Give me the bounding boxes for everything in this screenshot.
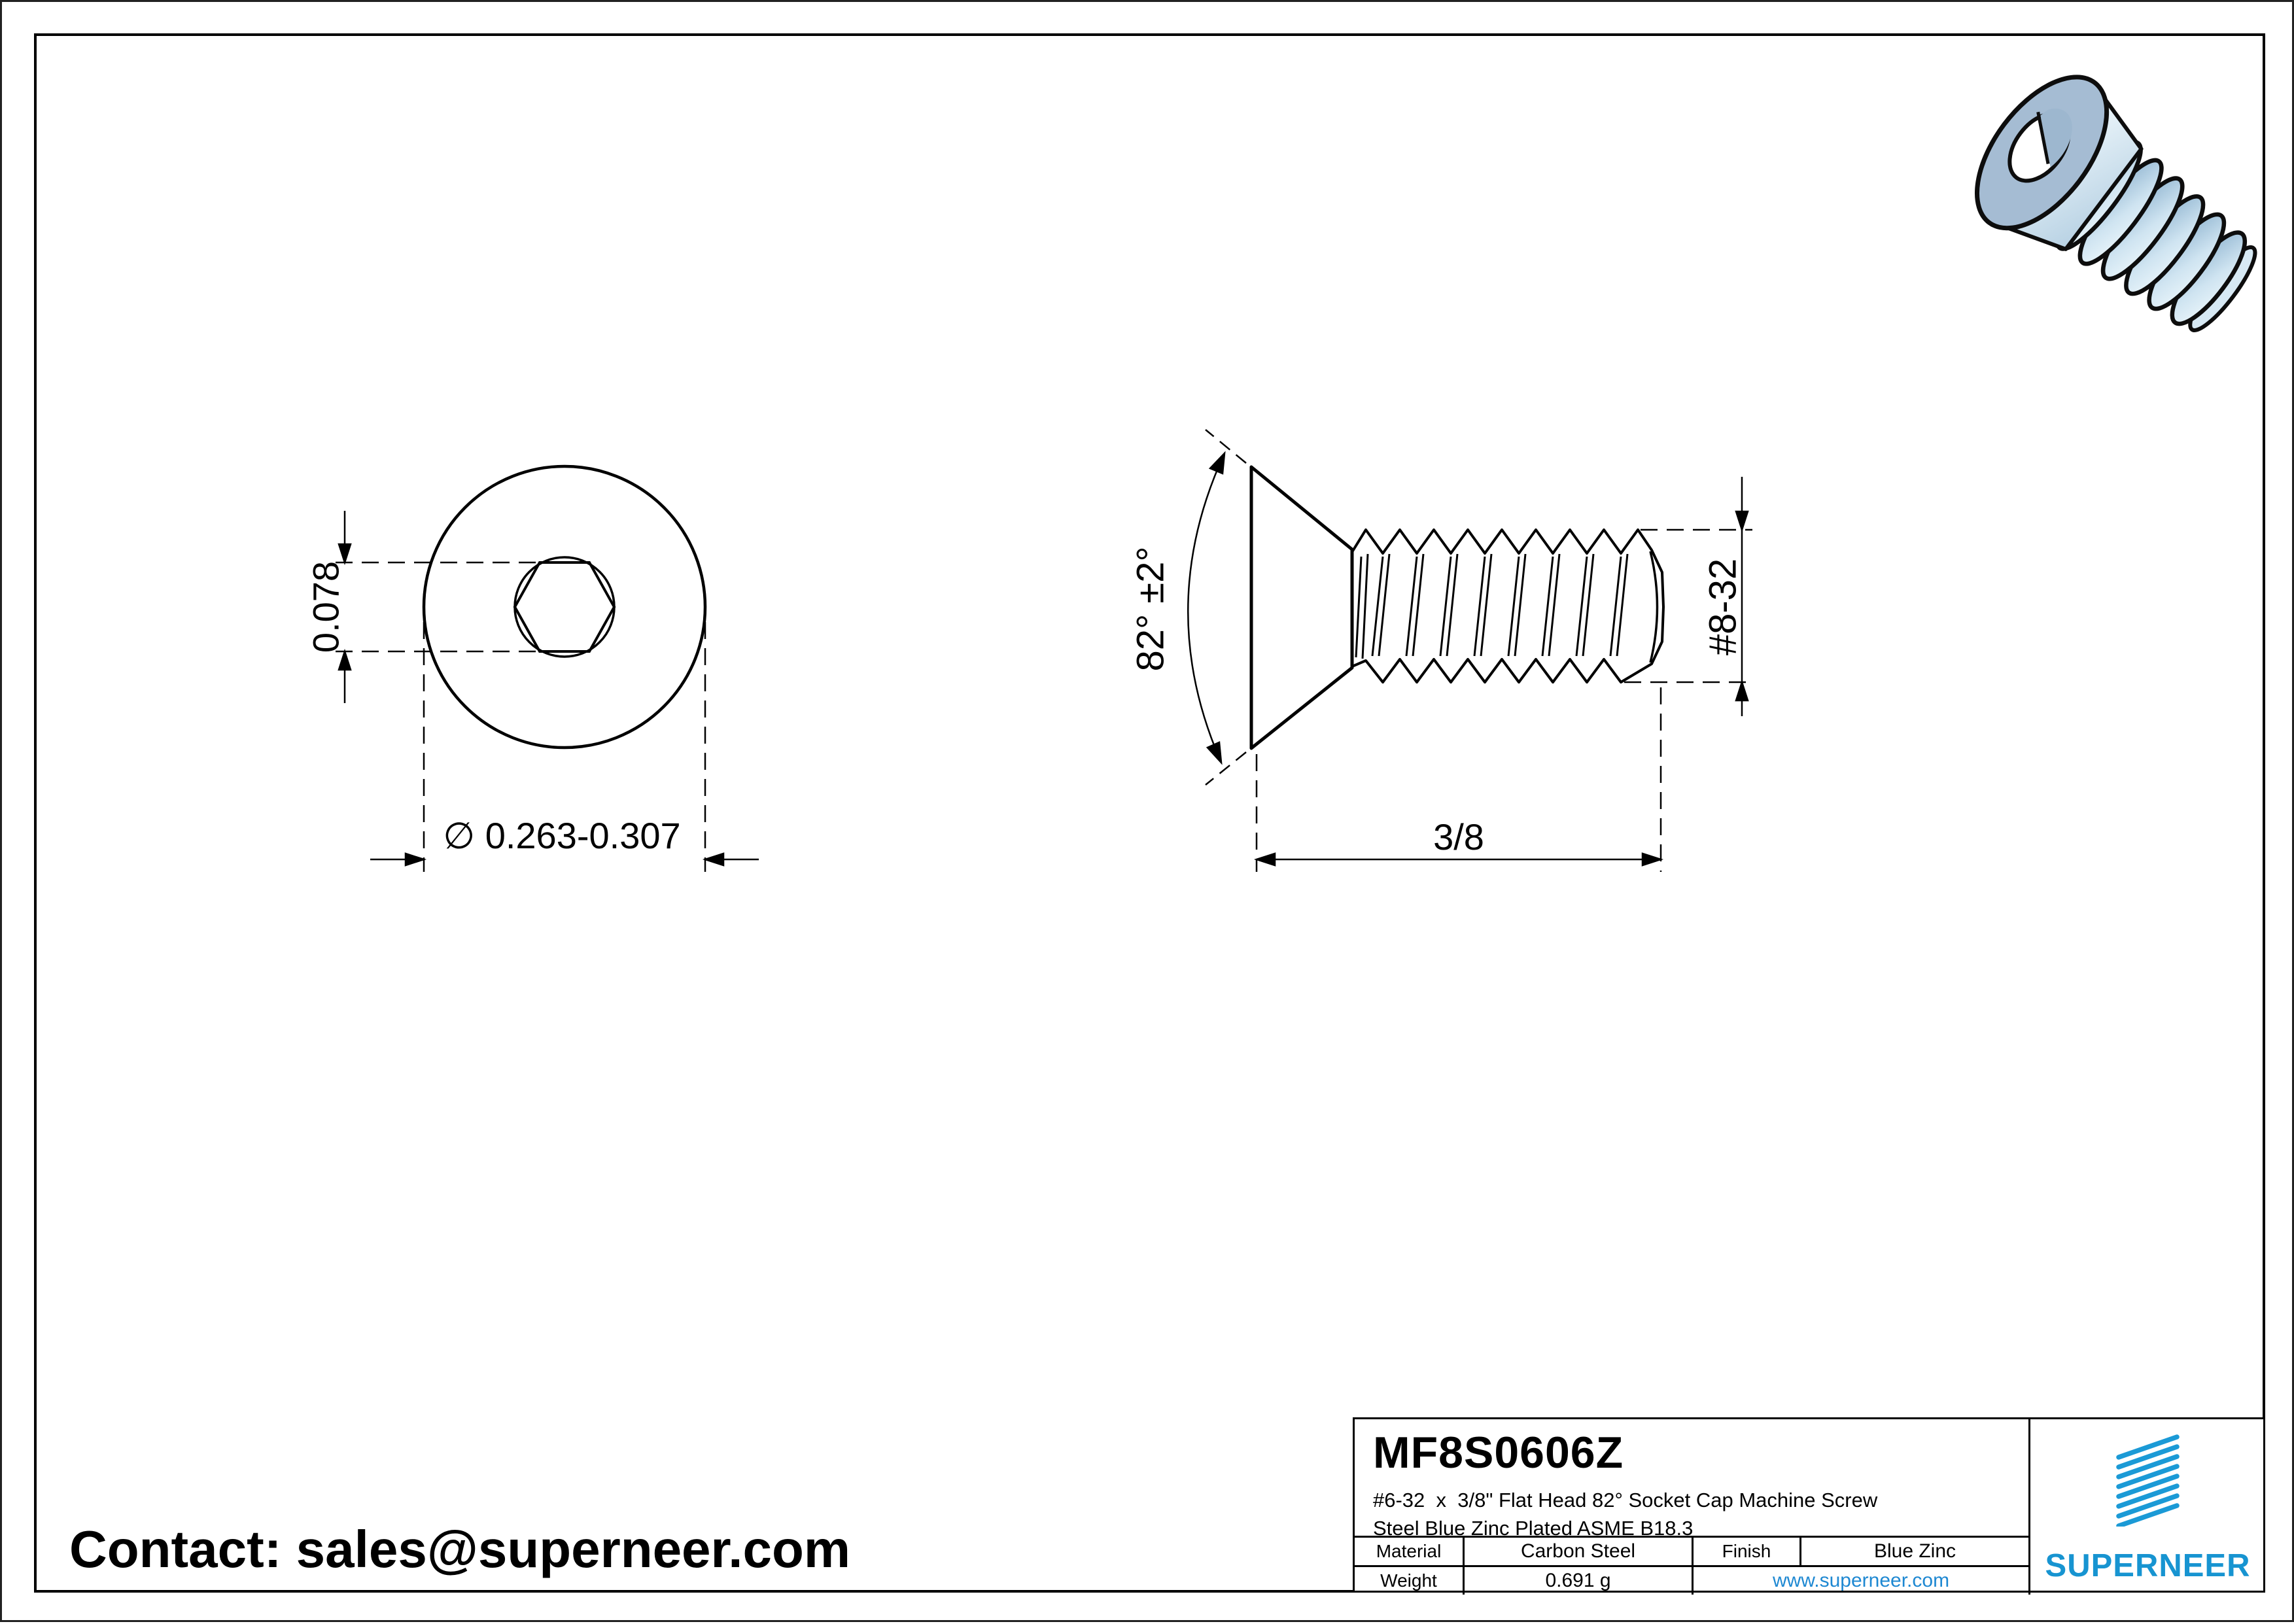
material-value: Carbon Steel — [1463, 1536, 1692, 1565]
part-number: MF8S0606Z — [1373, 1428, 1624, 1477]
brand-logo-cell — [2028, 1419, 2267, 1595]
screw-3d-render — [1974, 75, 2257, 332]
part-description-line2: Steel Blue Zinc Plated ASME B18.3 — [1373, 1516, 1694, 1540]
length-dim-text: 3/8 — [1433, 816, 1484, 857]
finish-label: Finish — [1692, 1536, 1799, 1565]
socket-circle — [513, 556, 616, 658]
thread-profile — [1351, 528, 1665, 683]
socket-wall — [2040, 109, 2072, 167]
thread-flanks — [1355, 553, 1629, 659]
brand-name: SUPERNEER — [2045, 1548, 2251, 1583]
socket-dimension — [336, 511, 538, 703]
head-outline-circle — [422, 464, 707, 750]
contact-email: Contact: sales@superneer.com — [69, 1520, 850, 1578]
socket-dim-text: 0.078 — [305, 561, 347, 653]
side-view: 82° ±2° #8-32 3/8 — [1129, 429, 1752, 872]
title-block: MF8S0606Z #6-32 x 3/8" Flat Head 82° Soc… — [1353, 1417, 2267, 1595]
part-info-cell: MF8S0606Z #6-32 x 3/8" Flat Head 82° Soc… — [1355, 1419, 2028, 1540]
head-diameter-dimension — [370, 622, 759, 872]
head-profile — [1249, 465, 1354, 750]
thread-size-dim-text: #8-32 — [1701, 559, 1744, 655]
material-label: Material — [1355, 1536, 1463, 1565]
sheet-border — [34, 33, 2265, 1593]
hex-socket — [513, 561, 616, 653]
head-diameter-dim-text: ∅ 0.263-0.307 — [443, 815, 680, 856]
angle-dim-text: 82° ±2° — [1129, 546, 1172, 671]
thread-size-dimension — [1624, 477, 1752, 716]
weight-label: Weight — [1355, 1565, 1463, 1595]
brand-logo-icon — [2028, 1432, 2267, 1527]
socket-edge — [2036, 111, 2050, 164]
finish-value: Blue Zinc — [1799, 1536, 2028, 1565]
website-link[interactable]: www.superneer.com — [1692, 1565, 2028, 1595]
angle-dimension — [1187, 429, 1247, 786]
front-view: 0.078 ∅ 0.263-0.307 — [305, 464, 759, 872]
length-dimension — [1253, 687, 1664, 872]
weight-value: 0.691 g — [1463, 1565, 1692, 1595]
thread-end-chamfer — [1649, 551, 1659, 663]
part-description-line1: #6-32 x 3/8" Flat Head 82° Socket Cap Ma… — [1373, 1488, 1878, 1512]
